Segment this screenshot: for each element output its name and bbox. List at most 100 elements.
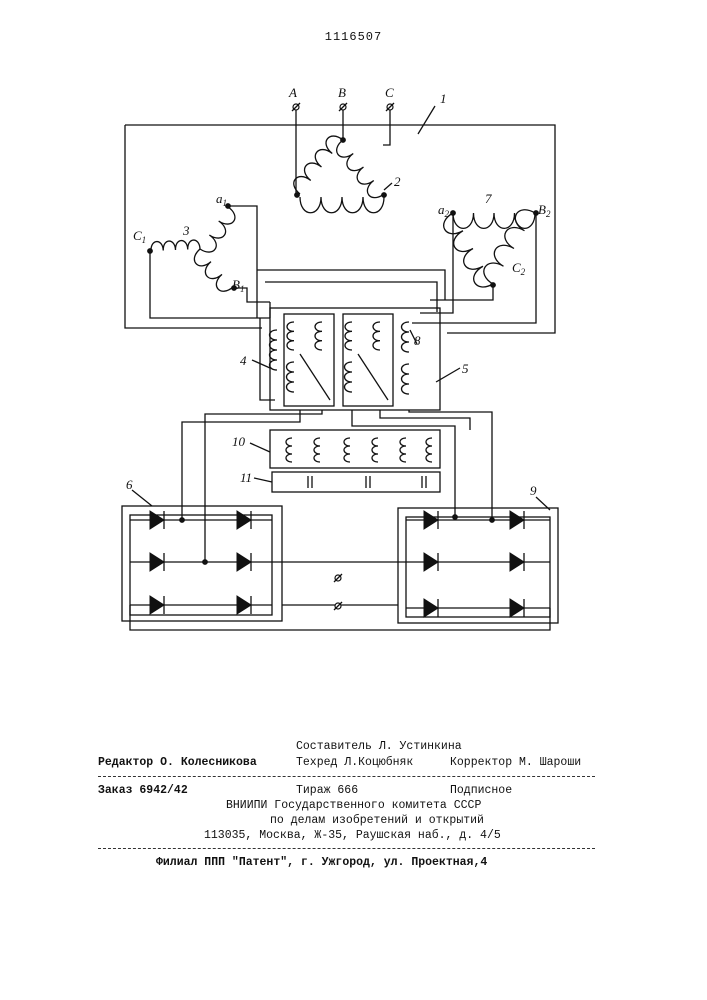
reactor-coil-2b — [345, 362, 353, 392]
reactor-diag-2 — [358, 354, 388, 400]
org-line-2: по делам изобретений и открытий — [270, 814, 484, 827]
node-a2 — [451, 211, 456, 216]
reactor-coil-2c — [373, 322, 380, 350]
r9-diode-left-2 — [424, 599, 438, 617]
corrector: Корректор М. Шароши — [450, 756, 581, 769]
label-frame-1: 1 — [440, 91, 447, 106]
label-terminal-b: B — [338, 85, 346, 100]
label-b2: B2 — [538, 202, 551, 219]
bus-top-1 — [257, 270, 445, 300]
r6-diode-left-2 — [150, 596, 164, 614]
lead-right-2 — [380, 410, 470, 430]
order: Заказ 6942/42 — [98, 784, 188, 797]
circulation: Тираж 666 — [296, 784, 358, 797]
block-10 — [270, 430, 440, 468]
block-11 — [272, 472, 440, 492]
label-b1: B1 — [232, 277, 244, 294]
block-10-coil-3 — [344, 438, 350, 462]
delta-coil-top — [453, 213, 535, 228]
r6-diode-left-1 — [150, 553, 164, 571]
reactor-diag-1 — [300, 354, 330, 400]
org-line-1: ВНИИПИ Государственного комитета СССР — [226, 799, 481, 812]
label-a2: a2 — [438, 202, 450, 219]
r9-node-2 — [490, 518, 495, 523]
compiler: Составитель Л. Устинкина — [296, 740, 462, 753]
reactor-coil-1b — [287, 362, 295, 392]
rectifier-6-frame — [122, 506, 282, 621]
lead-left-2 — [205, 410, 322, 562]
label-reactor-5: 5 — [462, 361, 469, 376]
r6-diode-right-2 — [237, 596, 251, 614]
primary-right-node — [382, 193, 387, 198]
delta-coil-right — [484, 210, 535, 284]
block-10-coil-1 — [286, 438, 292, 462]
primary-coil-left — [294, 136, 343, 194]
star-coil-a1 — [200, 207, 235, 252]
label-rectifier-6: 6 — [126, 477, 133, 492]
frame-1-outline-left — [125, 125, 262, 328]
winding-8-coil-b — [402, 364, 410, 394]
branch: Филиал ППП "Патент", г. Ужгород, ул. Про… — [156, 856, 487, 869]
label-block-11: 11 — [240, 470, 252, 485]
primary-coil-right — [337, 140, 384, 198]
r9-diode-right-2 — [510, 599, 524, 617]
wire-c-down — [383, 110, 390, 145]
lead-left-1 — [182, 410, 300, 520]
r9-diode-left-1 — [424, 553, 438, 571]
r6-diode-right-1 — [237, 553, 251, 571]
capacitors — [308, 476, 426, 488]
r6-diode-right-0 — [237, 511, 251, 529]
wire-c1 — [150, 251, 270, 318]
label-terminal-a: A — [288, 85, 297, 100]
winding-8-coil — [402, 322, 410, 352]
primary-coil-bottom — [300, 197, 384, 213]
r9-diode-right-0 — [510, 511, 524, 529]
r9-node-1 — [453, 515, 458, 520]
label-star-3: 3 — [182, 223, 190, 238]
r6-node-2 — [203, 560, 208, 565]
techred: Техред Л.Коцюбняк — [296, 756, 413, 769]
label-delta-7: 7 — [485, 191, 492, 206]
label-rectifier-9: 9 — [530, 483, 537, 498]
org-line-3: 113035, Москва, Ж-35, Раушская наб., д. … — [204, 829, 501, 842]
reactor-coil-2a — [345, 322, 352, 350]
reactor-4-leader — [252, 360, 270, 368]
coils — [151, 136, 535, 462]
label-reactor-4: 4 — [240, 353, 247, 368]
node-c1 — [148, 249, 153, 254]
primary-top-node — [341, 138, 346, 143]
r6-diode-left-0 — [150, 511, 164, 529]
frame-1-leader — [418, 106, 435, 134]
rectifier-9-frame — [398, 508, 558, 623]
wiring — [122, 106, 558, 630]
circuit-diagram: A B C 1 2 3 a1 C1 B1 7 a2 B2 C2 4 5 8 10… — [0, 0, 707, 700]
block-10-coil-4 — [372, 438, 378, 462]
r9-diode-left-0 — [424, 511, 438, 529]
divider-top — [98, 776, 595, 777]
label-block-10: 10 — [232, 434, 246, 449]
star-coil-c1 — [151, 240, 200, 251]
primary-left-node — [295, 193, 300, 198]
label-c1: C1 — [133, 228, 146, 245]
block-11-leader — [254, 478, 272, 482]
block-10-coil-2 — [314, 438, 320, 462]
reactor-coil-1c — [315, 322, 322, 350]
label-terminal-c: C — [385, 85, 394, 100]
r9-diode-right-1 — [510, 553, 524, 571]
block-10-leader — [250, 443, 270, 452]
editor: Редактор О. Колесникова — [98, 756, 257, 769]
block-10-coil-6 — [426, 438, 432, 462]
reactor-coil-1a — [287, 322, 294, 350]
primary-leader — [384, 183, 392, 190]
r6-node-1 — [180, 518, 185, 523]
label-c2: C2 — [512, 260, 526, 277]
label-a1: a1 — [216, 191, 227, 208]
rectifier-6-leader — [132, 490, 152, 506]
block-10-coil-5 — [400, 438, 406, 462]
label-winding-8: 8 — [414, 333, 421, 348]
divider-bottom — [98, 848, 595, 849]
label-primary-2: 2 — [394, 174, 401, 189]
subscription: Подписное — [450, 784, 512, 797]
star-coil-b1 — [194, 249, 233, 291]
